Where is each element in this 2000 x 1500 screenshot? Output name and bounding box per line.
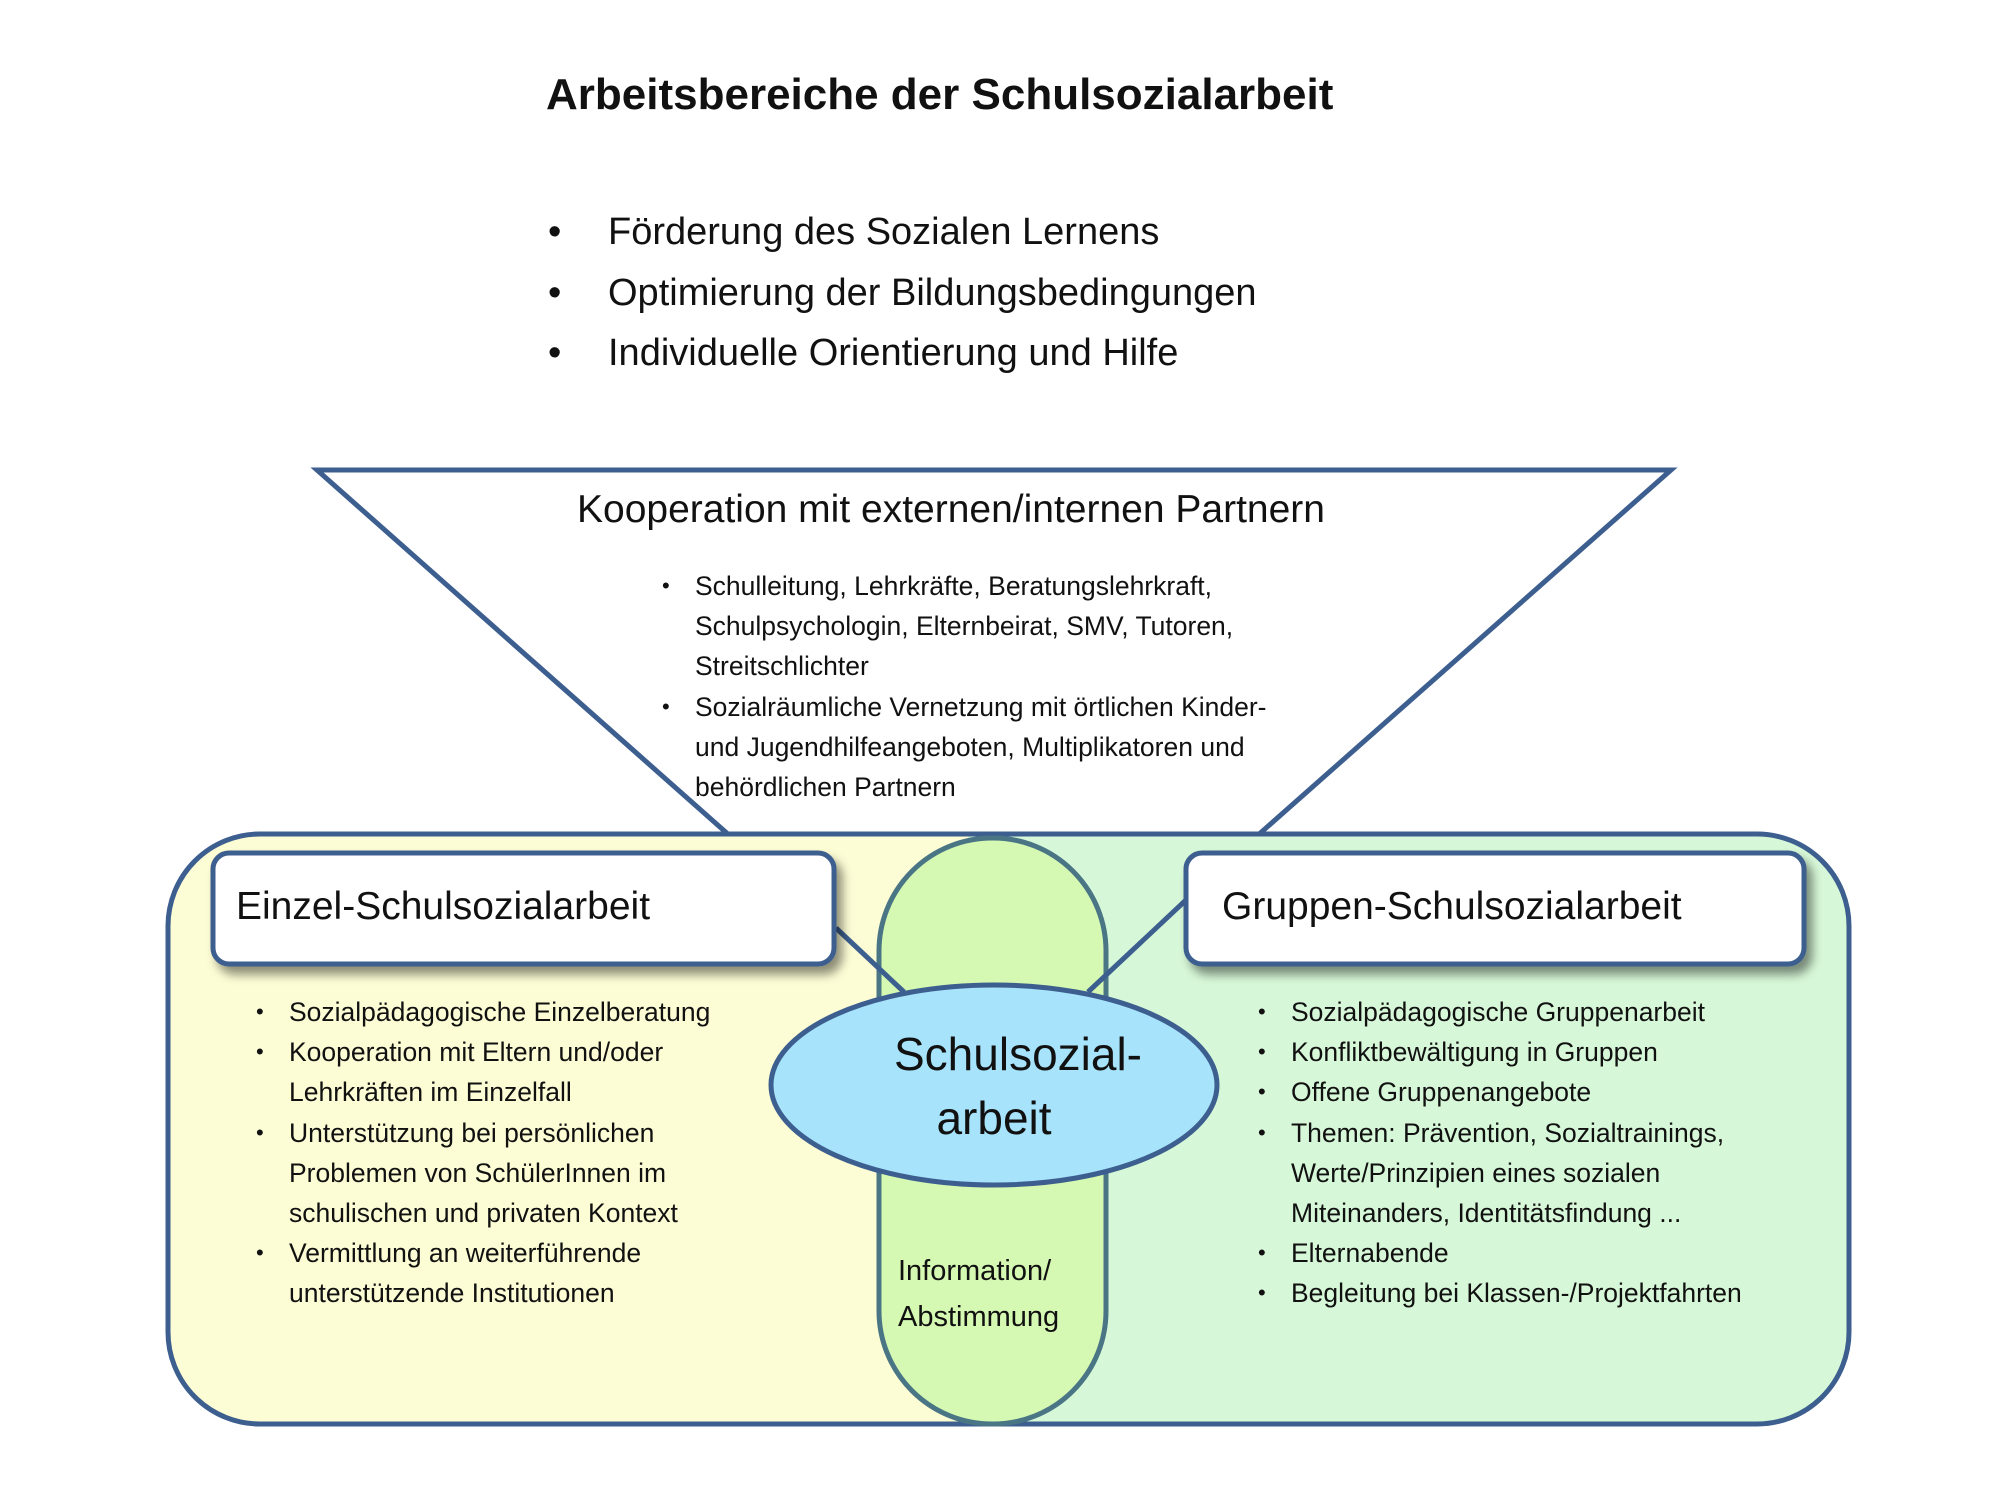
list-item: Konfliktbewältigung in Gruppen [1258,1032,1742,1072]
info-line-1: Information/ [898,1255,1052,1287]
einzel-title: Einzel-Schulsozialarbeit [236,885,651,928]
list-item-cont: Schulpsychologin, Elternbeirat, SMV, Tut… [695,611,1234,642]
center-ellipse [768,982,1220,1188]
list-item-cont: Werte/Prinzipien eines sozialen [1291,1157,1661,1188]
info-label: Information/ Abstimmung [898,1248,1059,1340]
center-line-2: arbeit [936,1092,1052,1144]
einzel-box [210,850,837,967]
list-item: Vermittlung an weiterführende [256,1233,710,1273]
center-line-1: Schulsozial- [894,1028,1142,1080]
list-item-cont: Streitschlichter [695,651,869,682]
goal-item: Optimierung der Bildungsbedingungen [548,263,1257,324]
list-item: Elternabende [1258,1233,1742,1273]
list-item: Sozialräumliche Vernetzung mit örtlichen… [662,687,1267,727]
list-item-cont: unterstützende Institutionen [289,1278,615,1309]
goal-item: Individuelle Orientierung und Hilfe [548,323,1257,384]
list-item-cont: schulischen und privaten Kontext [289,1198,678,1229]
gruppen-list: Sozialpädagogische Gruppenarbeit Konflik… [1258,992,1742,1314]
cooperation-title: Kooperation mit externen/internen Partne… [577,488,1325,531]
page-title: Arbeitsbereiche der Schulsozialarbeit [546,70,1334,119]
cooperation-funnel [310,467,1678,853]
list-item-cont: und Jugendhilfeangeboten, Multiplikatore… [695,731,1245,762]
list-item: Kooperation mit Eltern und/oder [256,1032,710,1072]
list-item: Sozialpädagogische Gruppenarbeit [1258,992,1742,1032]
list-item: Schulleitung, Lehrkräfte, Beratungslehrk… [662,566,1267,606]
list-item-cont: Problemen von SchülerInnen im [289,1157,667,1188]
info-line-2: Abstimmung [898,1301,1060,1333]
list-item: Themen: Prävention, Sozialtrainings, [1258,1113,1742,1153]
goals-list: Förderung des Sozialen Lernens Optimieru… [548,202,1257,384]
list-item: Begleitung bei Klassen-/Projektfahrten [1258,1273,1742,1313]
gruppen-box [1183,850,1807,967]
cooperation-list: Schulleitung, Lehrkräfte, Beratungslehrk… [662,566,1267,807]
list-item: Unterstützung bei persönlichen [256,1113,710,1153]
gruppen-title: Gruppen-Schulsozialarbeit [1222,885,1682,928]
center-label: Schulsozial- arbeit [894,1022,1142,1150]
list-item-cont: Miteinanders, Identitätsfindung ... [1291,1198,1682,1229]
list-item-cont: behördlichen Partnern [695,772,956,803]
goal-item: Förderung des Sozialen Lernens [548,202,1257,263]
list-item: Sozialpädagogische Einzelberatung [256,992,710,1032]
list-item-cont: Lehrkräften im Einzelfall [289,1077,572,1108]
einzel-list: Sozialpädagogische Einzelberatung Kooper… [256,992,710,1314]
list-item: Offene Gruppenangebote [1258,1072,1742,1112]
